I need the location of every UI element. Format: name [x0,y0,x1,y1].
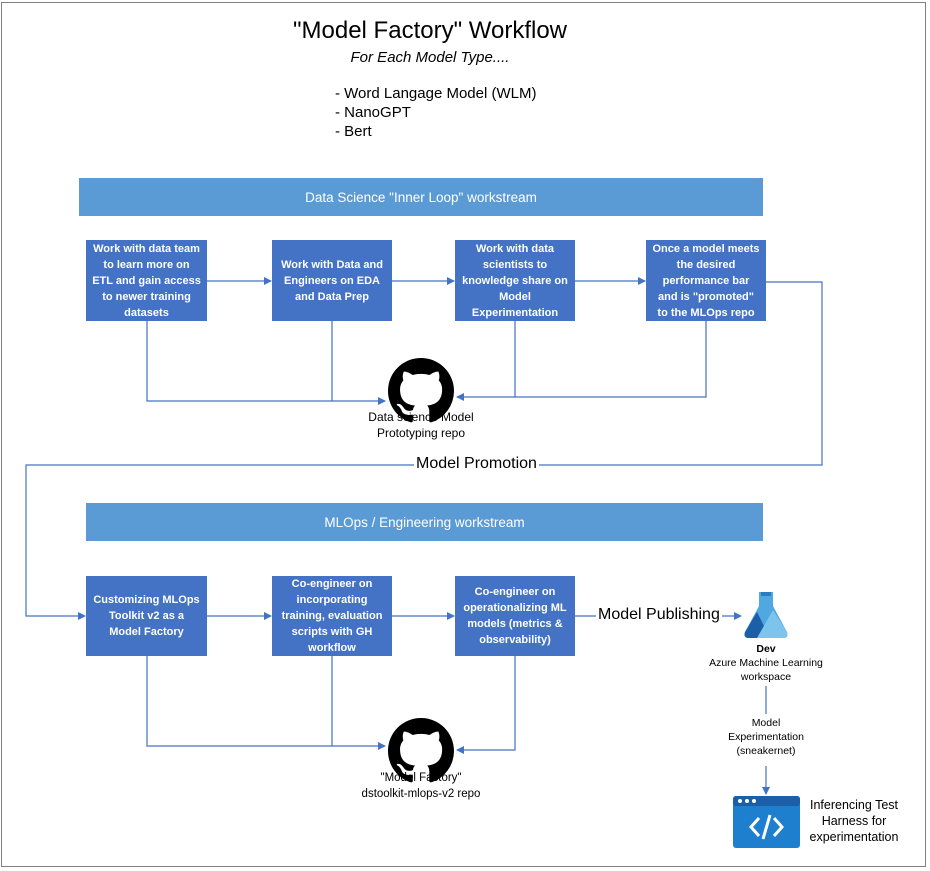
diagram-title: "Model Factory" Workflow [293,17,567,44]
azure-ml-icon [744,592,788,638]
connector-arrow [456,656,516,754]
mlops-step-toolkit: Customizing MLOps Toolkit v2 as a Model … [86,576,207,656]
experimentation-label: Model Experimentation (sneakernet) [728,717,804,757]
mlops-step-operationalize: Co-engineer on operationalizing ML model… [455,576,575,656]
connector-arrow [146,656,386,750]
model-type-item: - Bert [335,123,372,140]
connector-line [515,321,707,398]
azure-workspace-label: Azure Machine Learning workspace [709,657,823,683]
model-type-item: - Word Langage Model (WLM) [335,85,537,102]
github-icon [388,358,454,423]
prototyping-repo-label: Data science Model Prototyping repo [368,410,474,440]
connector-arrow [456,321,516,401]
azure-env-label: Dev [756,643,776,655]
mlops-banner: MLOps / Engineering workstream [86,503,763,541]
code-window-icon [733,796,800,848]
model-factory-repo-label: "Model Factory" dstoolkit-mlops-v2 repo [361,772,481,800]
inner-loop-banner: Data Science "Inner Loop" workstream [79,178,763,216]
promotion-connector [25,281,823,620]
inner-step-experimentation: Work with data scientists to knowledge s… [455,240,575,321]
inner-step-promotion: Once a model meets the desired performan… [646,240,766,321]
model-publishing-label: Model Publishing [596,606,722,624]
mlops-step-training-scripts: Co-engineer on incorporating training, e… [272,576,392,656]
connector-arrow [146,321,386,405]
github-icon [388,718,454,783]
model-promotion-label: Model Promotion [414,455,539,473]
inner-step-etl: Work with data team to learn more on ETL… [86,240,207,321]
diagram-subtitle: For Each Model Type.... [350,49,510,66]
model-type-item: - NanoGPT [335,104,411,121]
model-type-list: - Word Langage Model (WLM) - NanoGPT - B… [335,84,536,141]
inner-step-eda: Work with Data and Engineers on EDA and … [272,240,392,321]
inferencing-harness-label: Inferencing Test Harness for experimenta… [809,798,899,844]
